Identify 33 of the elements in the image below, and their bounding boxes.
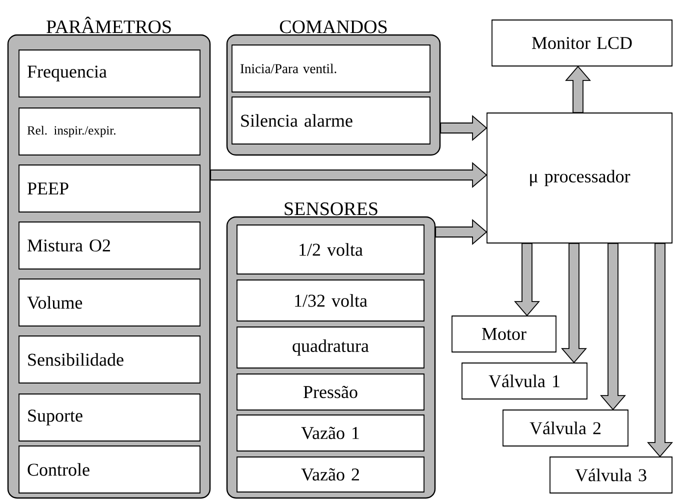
sensor-box: 1/32 volta: [236, 280, 424, 322]
parameter-box: Mistura O2: [18, 222, 200, 270]
parameter-box: Frequencia: [18, 50, 200, 98]
sensor-box: 1/2 volta: [236, 224, 424, 274]
sensor-box: Pressão: [236, 374, 424, 410]
arrow: [435, 219, 488, 245]
parameter-box: Controle: [18, 446, 200, 494]
sensor-box: Vazão 2: [236, 456, 424, 492]
parameter-box: Rel. inspir./expir.: [18, 108, 200, 156]
arrow: [600, 243, 626, 410]
command-box: Inicia/Para ventil.: [232, 44, 430, 92]
arrow: [440, 115, 488, 141]
arrow: [561, 243, 587, 364]
node-label: SENSORES: [284, 202, 378, 216]
block-box: Monitor LCD: [492, 20, 672, 66]
command-box: Silencia alarme: [232, 96, 430, 144]
parameter-box: Suporte: [18, 394, 200, 442]
sensor-box: quadratura: [236, 326, 424, 368]
node-label: COMANDOS: [280, 20, 387, 34]
parameter-box: Volume: [18, 278, 200, 326]
sensor-box: Vazão 1: [236, 414, 424, 452]
block-box: Motor: [452, 316, 556, 352]
block-box: Válvula 2: [502, 410, 628, 446]
arrow: [565, 66, 591, 113]
parameter-box: Sensibilidade: [18, 336, 200, 384]
block-box: μ processador: [486, 112, 672, 244]
block-box: Válvula 1: [462, 362, 588, 400]
parameter-box: PEEP: [18, 164, 200, 212]
node-label: PARÂMETROS: [46, 16, 171, 34]
arrow: [514, 243, 540, 316]
block-box: Válvula 3: [550, 456, 672, 494]
arrow: [647, 243, 673, 458]
arrow: [210, 162, 488, 188]
